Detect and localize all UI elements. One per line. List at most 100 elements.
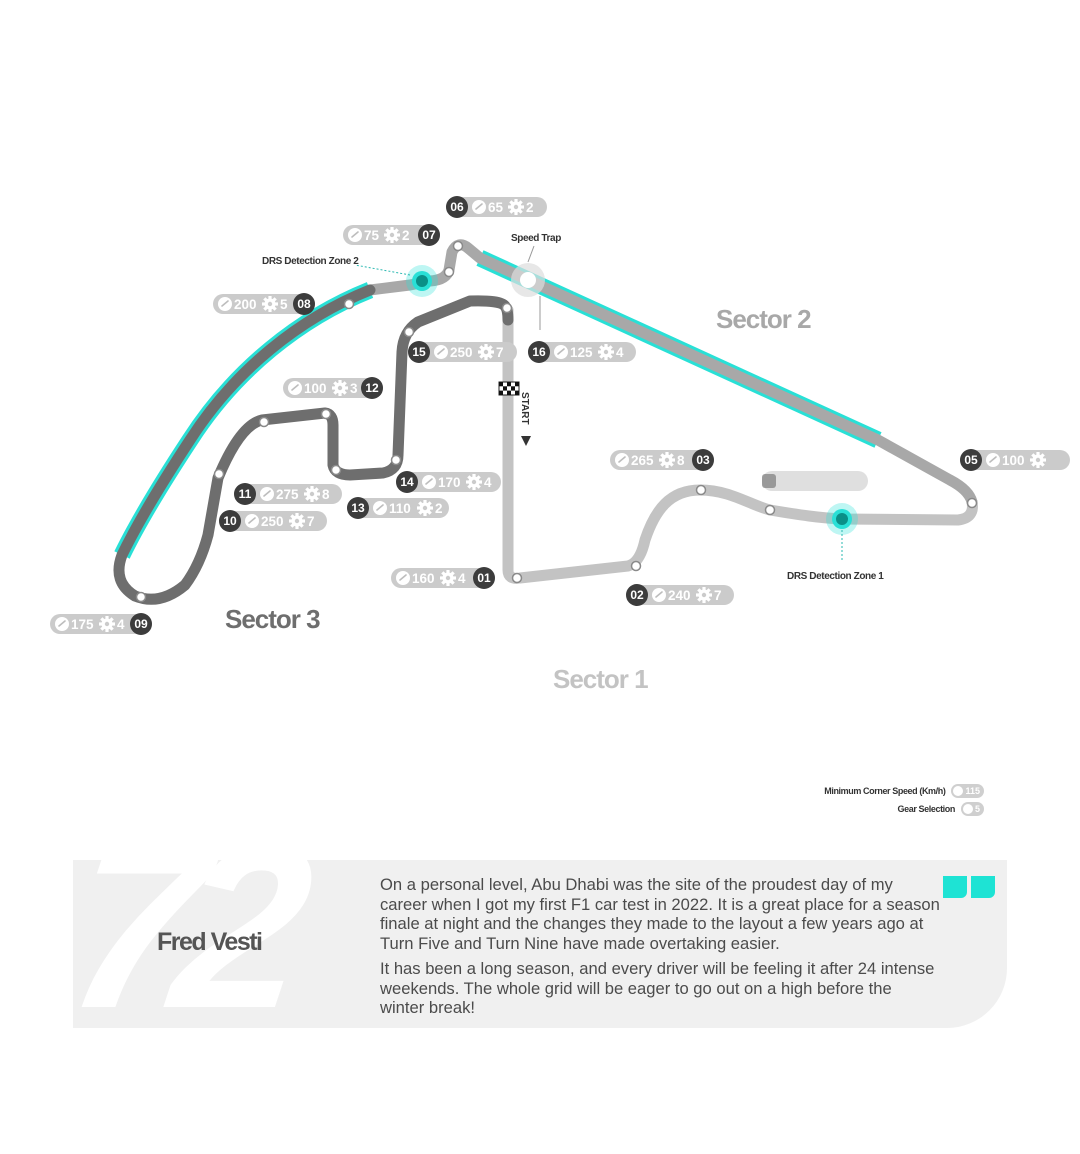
corner-dot-03 <box>695 484 707 496</box>
checkered-flag-icon <box>498 381 520 396</box>
corner-gear: 2 <box>402 228 410 243</box>
speedometer-icon <box>288 381 302 395</box>
sector-2-label: Sector 2 <box>716 304 811 334</box>
turn-number: 08 <box>297 297 311 311</box>
turn-number: 15 <box>412 345 426 359</box>
driver-quote-card: 72 Fred Vesti On a personal level, Abu D… <box>73 860 1007 1028</box>
corner-dot-13 <box>330 464 342 476</box>
turn-number: 06 <box>450 200 464 214</box>
drs-zone-2-label: DRS Detection Zone 2 <box>262 256 359 267</box>
corner-gear: 4 <box>117 617 125 632</box>
corner-dot-10 <box>213 468 225 480</box>
sector-3-label: Sector 3 <box>225 604 320 634</box>
speed-trap-marker <box>511 245 545 330</box>
corner-min-speed: 265 <box>631 453 654 468</box>
speedometer-icon <box>396 571 410 585</box>
turn-number-badge <box>361 377 383 399</box>
gear-icon <box>508 199 524 215</box>
speedometer-icon <box>260 487 274 501</box>
gear-icon <box>478 344 494 360</box>
turn-number: 11 <box>239 487 252 501</box>
corner-min-speed: 275 <box>276 487 299 502</box>
corner-info-turn-13: 13 110 2 <box>347 497 449 519</box>
gear-icon <box>659 452 675 468</box>
drs-detection-marker-2 <box>354 264 438 297</box>
corner-dot-08 <box>343 298 355 310</box>
corner-gear: 7 <box>307 514 315 529</box>
quote-paragraph-2: It has been a long season, and every dri… <box>380 959 935 1017</box>
corner-gear: 4 <box>616 345 624 360</box>
gear-icon <box>332 380 348 396</box>
corner-info-turn-07: 07 75 2 <box>343 224 440 246</box>
corner-info-turn-09: 09 175 4 <box>50 613 152 635</box>
corner-dot-12 <box>320 408 332 420</box>
sector-1-label: Sector 1 <box>553 664 648 694</box>
corner-min-speed: 125 <box>570 345 593 360</box>
legend-gear-pill: 5 <box>960 802 984 816</box>
start-direction-arrow <box>521 436 531 446</box>
corner-min-speed: 110 <box>389 501 411 516</box>
corner-gear: 7 <box>496 345 504 360</box>
gear-icon <box>440 570 456 586</box>
gear-icon <box>466 474 482 490</box>
legend: Minimum Corner Speed (Km/h) 115 Gear Sel… <box>744 782 984 818</box>
turn-number: 05 <box>964 453 978 467</box>
quote-text: On a personal level, Abu Dhabi was the s… <box>380 875 940 1024</box>
corner-dot-15 <box>403 326 415 338</box>
corner-min-speed: 100 <box>304 381 327 396</box>
corner-gear: 5 <box>280 297 288 312</box>
corner-min-speed: 240 <box>668 588 691 603</box>
speedometer-icon <box>615 453 629 467</box>
turn-number: 10 <box>223 514 237 528</box>
speedometer-icon <box>554 345 568 359</box>
gear-icon <box>262 296 278 312</box>
corner-min-speed: 75 <box>364 228 380 243</box>
speedometer-icon <box>953 786 964 796</box>
turn-number-badge <box>692 449 714 471</box>
corner-min-speed: 175 <box>71 617 94 632</box>
corner-dot-02 <box>630 560 642 572</box>
turn-number-badge <box>528 341 550 363</box>
corner-gear: 2 <box>435 501 443 516</box>
turn-number: 01 <box>477 571 491 585</box>
turn-number: 13 <box>351 501 365 515</box>
corner-info-turn-15: 15 250 7 <box>408 341 517 363</box>
corner-min-speed: 250 <box>261 514 284 529</box>
speedometer-icon <box>373 501 387 515</box>
quote-mark-icon <box>943 876 995 898</box>
speedometer-icon <box>652 588 666 602</box>
turn-number-badge <box>960 449 982 471</box>
corner-dot-04 <box>764 504 776 516</box>
corner-min-speed: 250 <box>450 345 473 360</box>
turn-number: 07 <box>422 228 436 242</box>
legend-speed-row: Minimum Corner Speed (Km/h) 115 <box>744 782 984 800</box>
gear-icon <box>696 587 712 603</box>
turn-number-badge <box>473 567 495 589</box>
corner-dot-16 <box>501 302 513 314</box>
turn-number-badge <box>234 483 256 505</box>
corner-min-speed: 65 <box>488 200 504 215</box>
legend-gear-label: Gear Selection <box>897 804 956 814</box>
quote-paragraph-1: On a personal level, Abu Dhabi was the s… <box>380 875 940 953</box>
turn-number-badge <box>418 224 440 246</box>
corner-dot-06 <box>452 240 464 252</box>
speed-trap-label: Speed Trap <box>511 233 561 244</box>
gear-icon <box>304 486 320 502</box>
speedometer-icon <box>218 297 232 311</box>
turn-number: 14 <box>400 475 414 489</box>
gear-icon <box>962 804 973 814</box>
turn-number: 09 <box>134 617 148 631</box>
turn-number-badge <box>130 613 152 635</box>
corner-gear: 7 <box>714 588 722 603</box>
legend-speed-pill: 115 <box>951 784 984 798</box>
gear-icon <box>384 227 400 243</box>
corner-gear: 3 <box>350 381 358 396</box>
corner-info-turn-10: 10 250 7 <box>219 510 327 532</box>
